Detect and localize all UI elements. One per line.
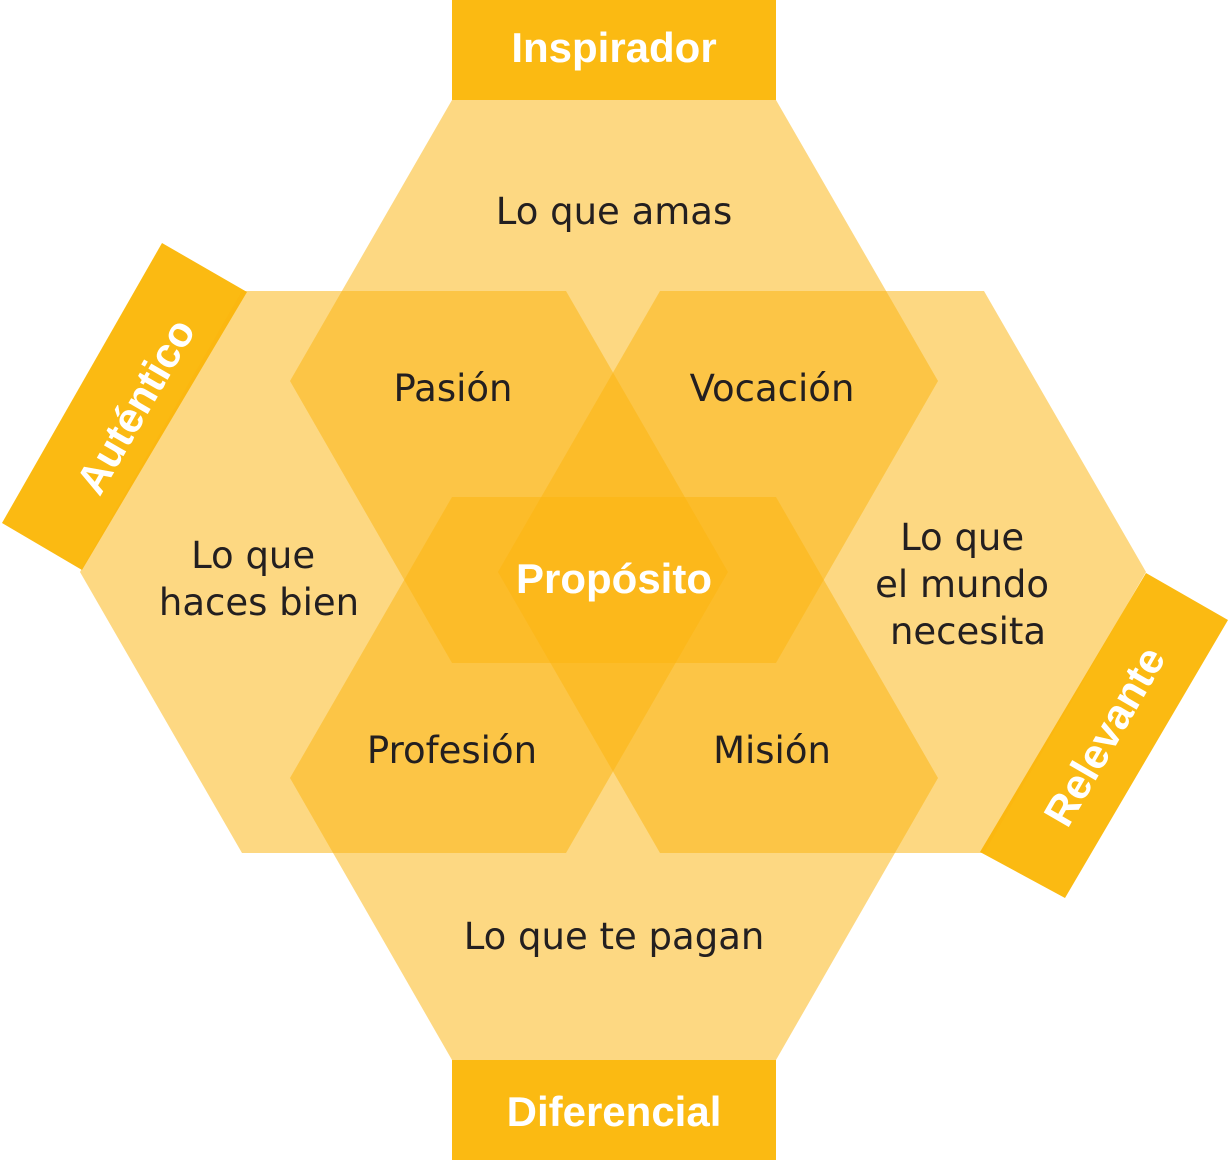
label-lo-que-haces-bien: Lo que haces bien [159,534,359,624]
hex-left [80,291,728,853]
tab-left [2,243,247,570]
label-profesion: Profesión [367,729,537,772]
label-lo-que-te-pagan: Lo que te pagan [464,915,765,958]
outer-hexagons [80,100,1146,1060]
label-pasion: Pasión [394,367,513,410]
label-lo-que-amas: Lo que amas [496,190,733,233]
tab-label-diferencial: Diferencial [507,1088,722,1135]
hex-right [498,291,1146,853]
tab-right [980,573,1228,898]
label-vocacion: Vocación [690,367,855,410]
label-mision: Misión [713,729,831,772]
tab-label-inspirador: Inspirador [511,24,716,71]
label-lo-que-el-mundo-necesita: Lo que el mundo necesita [875,516,1061,653]
tab-bottom [452,1060,776,1160]
label-proposito: Propósito [516,555,712,602]
tab-top [452,0,776,100]
